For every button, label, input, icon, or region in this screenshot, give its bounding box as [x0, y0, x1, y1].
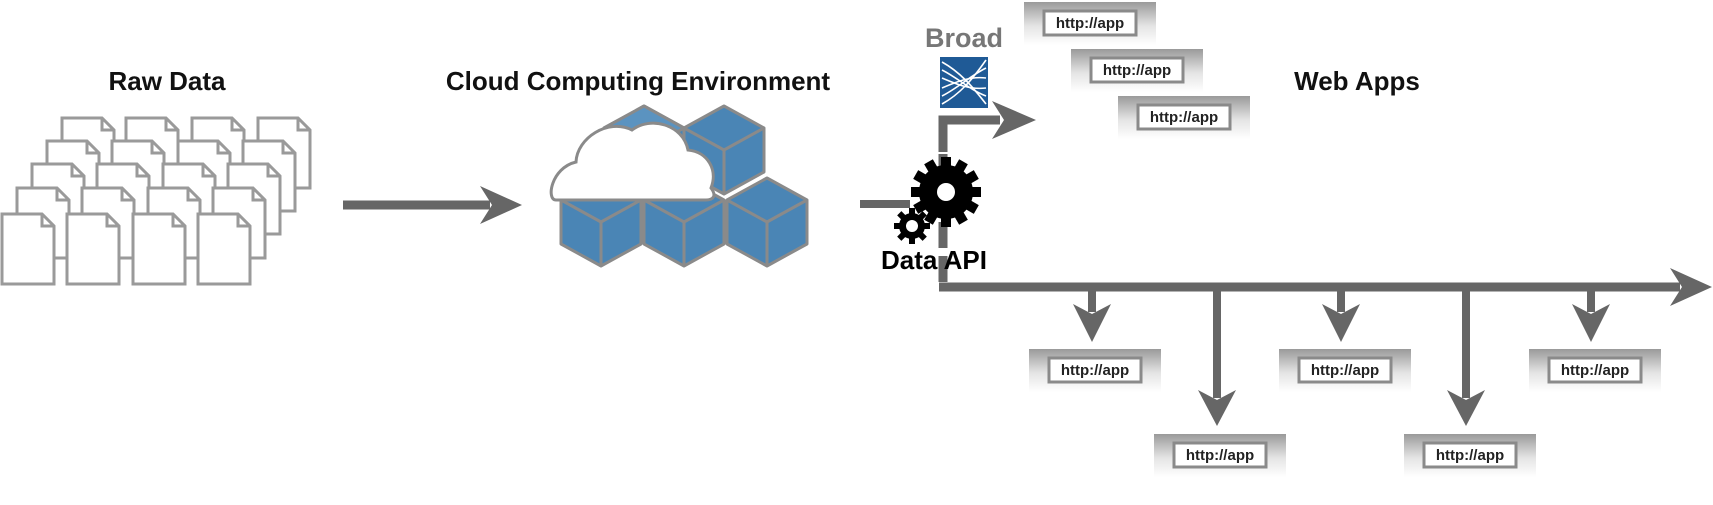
app-card: http://app [1529, 349, 1661, 392]
arrow-main-bus [939, 268, 1712, 306]
app-card: http://app [1029, 349, 1161, 392]
app-url-text[interactable]: http://app [1561, 362, 1629, 379]
app-card: http://app [1404, 434, 1536, 477]
drop-arrows [1073, 287, 1610, 426]
cloud-icon [549, 121, 716, 202]
url-box [1172, 441, 1268, 469]
gear-icon [894, 157, 981, 244]
app-url-text[interactable]: http://app [1150, 109, 1218, 126]
app-card: http://app [1024, 2, 1156, 45]
url-box [1422, 441, 1518, 469]
app-url-text[interactable]: http://app [1061, 362, 1129, 379]
url-box [1089, 56, 1185, 84]
url-box [1136, 103, 1232, 131]
app-url-text[interactable]: http://app [1186, 447, 1254, 464]
app-url-text[interactable]: http://app [1436, 447, 1504, 464]
arrow-to-web-apps [938, 101, 1036, 152]
url-box [1297, 356, 1393, 384]
app-url-text[interactable]: http://app [1103, 62, 1171, 79]
url-box [1047, 356, 1143, 384]
app-cards: http://app http://app http://app http://app… [1024, 2, 1661, 477]
app-card: http://app [1118, 96, 1250, 139]
app-card: http://app [1071, 49, 1203, 92]
cloud-title: Cloud Computing Environment [446, 66, 831, 96]
broad-wordmark: Broad [925, 23, 1003, 53]
app-url-text[interactable]: http://app [1311, 362, 1379, 379]
broad-logo [940, 57, 988, 108]
app-url-text[interactable]: http://app [1056, 15, 1124, 32]
app-card: http://app [1279, 349, 1411, 392]
arrow-raw-to-cloud [343, 186, 522, 224]
url-box [1547, 356, 1643, 384]
document-stack-icon [0, 116, 312, 286]
web-apps-title: Web Apps [1294, 66, 1420, 96]
app-card: http://app [1154, 434, 1286, 477]
url-box [1042, 9, 1138, 37]
data-api-label: Data API [881, 245, 987, 275]
raw-data-title: Raw Data [108, 66, 226, 96]
